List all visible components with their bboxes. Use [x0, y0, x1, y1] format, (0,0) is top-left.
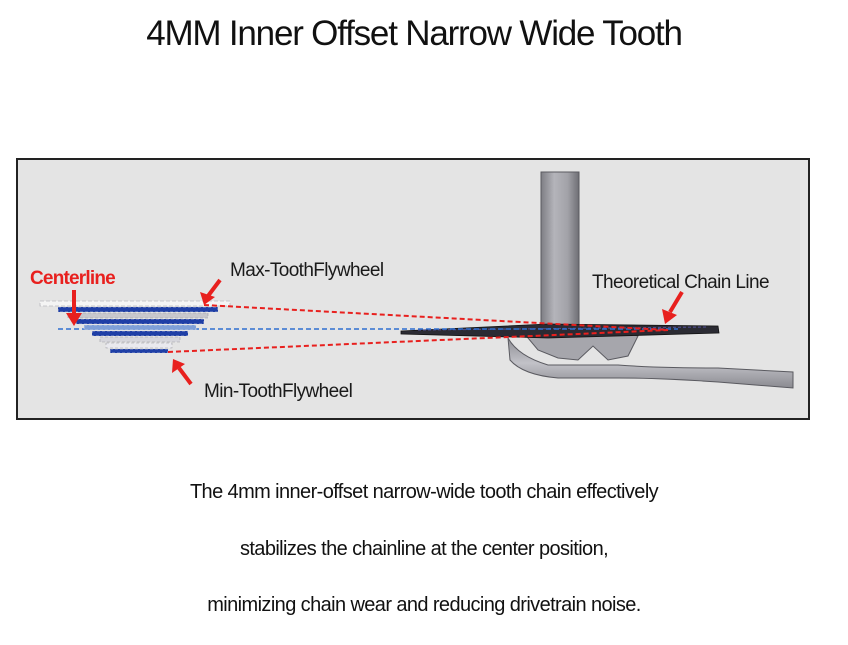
max-tooth-flywheel-label: Max-ToothFlywheel: [230, 260, 384, 281]
chain-line-arrow: [662, 290, 684, 324]
chainring: [400, 323, 720, 339]
chainline-diagram-svg: [39, 171, 794, 389]
lower-chain-line: [167, 329, 669, 353]
caption-line-1: The 4mm inner-offset narrow-wide tooth c…: [189, 481, 659, 503]
page-title: 4MM Inner Offset Narrow Wide Tooth: [146, 14, 683, 53]
cassette-illustration: [39, 300, 231, 354]
upper-chain-line: [203, 304, 669, 331]
caption-line-2: stabilizes the chainline at the center p…: [239, 538, 609, 560]
centerline-label: Centerline: [30, 268, 116, 289]
min-tooth-flywheel-label: Min-ToothFlywheel: [204, 381, 353, 402]
crank-arm-illustration: [507, 171, 794, 389]
min-tooth-arrow: [172, 359, 193, 386]
centerline-arrow: [66, 290, 82, 326]
theoretical-chain-line-label: Theoretical Chain Line: [592, 272, 770, 293]
caption-line-3: minimizing chain wear and reducing drive…: [207, 594, 641, 616]
max-tooth-arrow: [200, 278, 222, 305]
chainline-diagram: Centerline Max-ToothFlywheel Min-ToothFl…: [16, 158, 810, 420]
